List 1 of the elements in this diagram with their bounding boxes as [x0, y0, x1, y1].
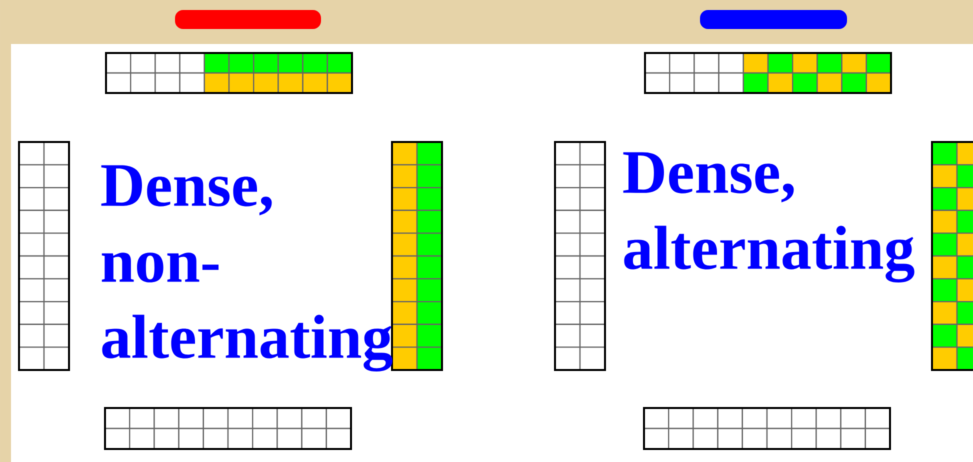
diagram-label: Dense, alternating — [623, 152, 914, 282]
